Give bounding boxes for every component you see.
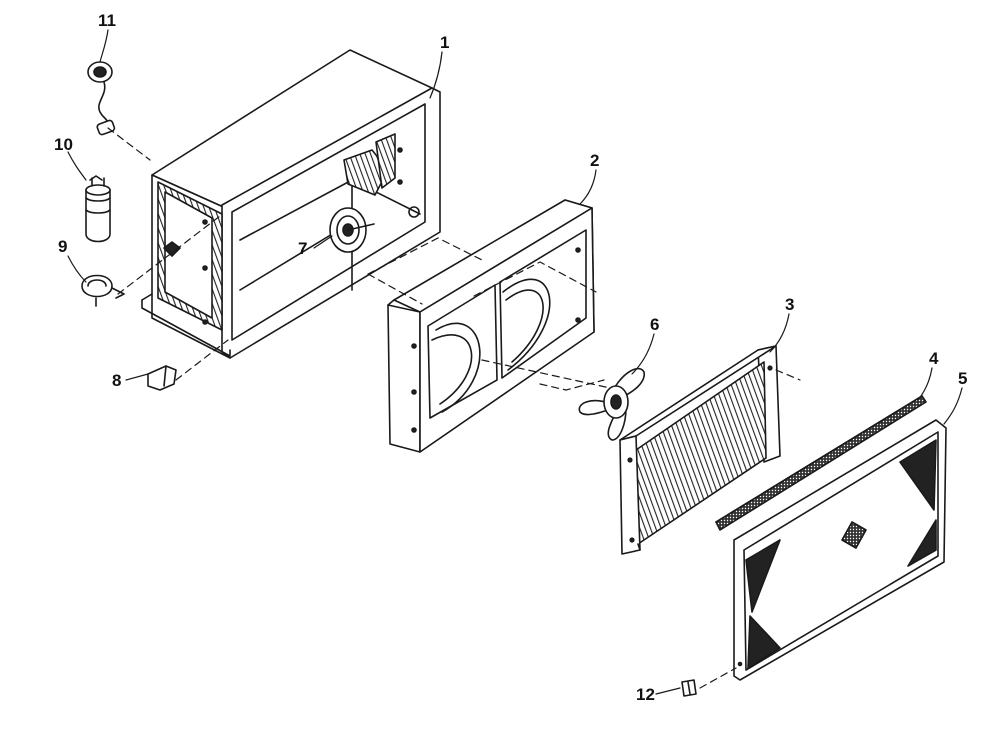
callout-2: 2 (590, 151, 599, 170)
part-6-fan-blade (578, 367, 645, 441)
callout-12: 12 (636, 685, 655, 704)
callout-9: 9 (58, 237, 67, 256)
callout-11: 11 (98, 11, 116, 30)
part-11-overload-protector (87, 61, 116, 136)
callout-3: 3 (785, 295, 794, 314)
part-2-fan-shroud (387, 199, 595, 453)
part-12-clip (681, 679, 697, 697)
leader-lines (67, 29, 963, 695)
alignment-dashed-lines (107, 127, 801, 689)
callout-labels: 1 2 3 4 5 6 7 8 9 10 11 12 (54, 11, 967, 704)
callout-7: 7 (298, 239, 307, 258)
part-3-condenser-coil (619, 345, 781, 555)
callout-1: 1 (440, 33, 449, 52)
callout-10: 10 (54, 135, 73, 154)
part-10-capacitor (85, 175, 111, 243)
part-8-bracket (147, 365, 177, 391)
callout-8: 8 (112, 371, 121, 390)
part-9-capacitor-clamp (81, 274, 125, 307)
part-5-front-grille (733, 419, 947, 681)
callout-5: 5 (958, 369, 967, 388)
part-4-gasket-strip (715, 395, 927, 531)
callout-6: 6 (650, 315, 659, 334)
part-7-fan-motor (329, 207, 375, 253)
callout-4: 4 (929, 349, 939, 368)
